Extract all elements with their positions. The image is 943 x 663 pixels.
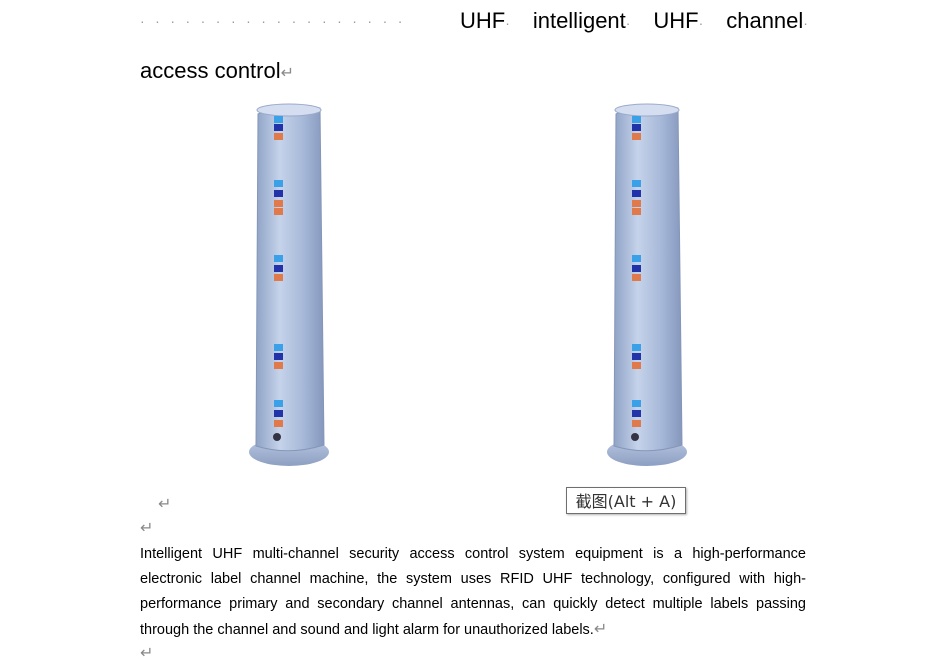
- title-words: UHF· intelligent· UHF· channel·: [460, 6, 808, 38]
- indicator-lights: [632, 116, 641, 427]
- paragraph-mark-icon: ↵: [140, 520, 154, 537]
- uhf-gate-icon: [607, 103, 687, 466]
- body-line-4: through the channel and sound and light …: [140, 621, 608, 638]
- gate-image-left[interactable]: [244, 100, 334, 470]
- dot-leader: ··················: [140, 13, 413, 29]
- title-word-3: UHF·: [653, 8, 704, 33]
- title-text-line-2: access control: [140, 58, 281, 83]
- paragraph-mark-icon: ↵: [280, 65, 295, 82]
- title-word-1: UHF·: [460, 8, 510, 33]
- screenshot-tooltip: 截图(Alt + A): [566, 487, 686, 514]
- body-line-2: electronic label channel machine, the sy…: [140, 571, 806, 587]
- indicator-lights: [274, 116, 283, 427]
- title-line-1: ·················· UHF· intelligent· UHF…: [140, 6, 808, 36]
- body-line-1: Intelligent UHF multi-channel security a…: [140, 546, 806, 562]
- title-word-4: channel·: [726, 8, 808, 33]
- gate-image-right[interactable]: [602, 100, 692, 470]
- paragraph-mark-icon: ↵: [140, 645, 154, 662]
- body-line-3: performance primary and secondary channe…: [140, 596, 806, 612]
- uhf-gate-icon: [249, 103, 329, 466]
- paragraph-mark-icon: ↵: [593, 621, 608, 638]
- title-line-2: access control↵: [140, 56, 294, 89]
- title-word-2: intelligent·: [532, 8, 631, 33]
- paragraph-mark-icon: ↵: [158, 496, 172, 513]
- body-paragraph[interactable]: Intelligent UHF multi-channel security a…: [140, 542, 806, 643]
